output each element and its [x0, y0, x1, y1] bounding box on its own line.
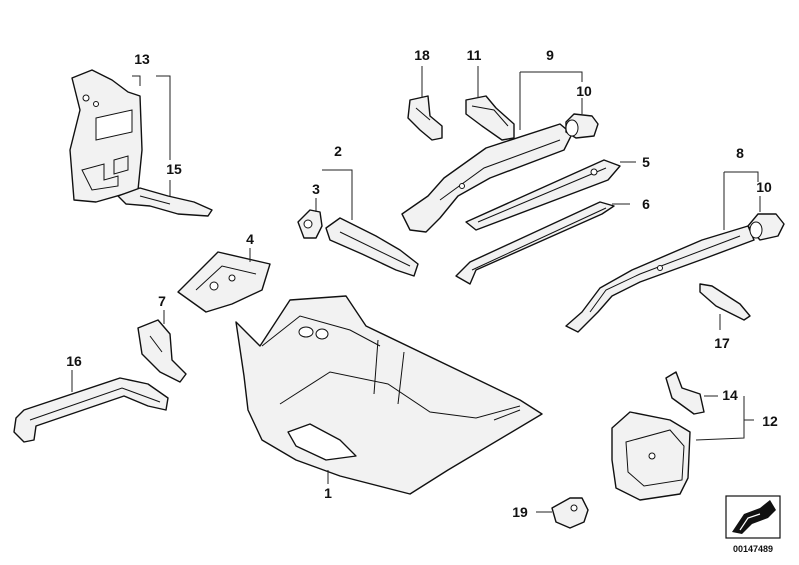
part-5-crossmember	[465, 159, 621, 231]
part-13-panel	[69, 69, 143, 203]
callout-10-lower: 10	[756, 179, 772, 195]
callout-16: 16	[66, 353, 82, 369]
part-16-rail	[13, 377, 169, 443]
part-8-rail	[565, 225, 755, 333]
callout-12: 12	[762, 413, 778, 429]
callout-7: 7	[158, 293, 166, 309]
callout-6: 6	[642, 196, 650, 212]
part-2-strut	[325, 217, 419, 277]
part-18-small-bracket	[407, 95, 443, 141]
callout-1: 1	[324, 485, 332, 501]
callout-17: 17	[714, 335, 730, 351]
callout-15: 15	[166, 161, 182, 177]
callout-4: 4	[246, 231, 254, 247]
part-7-bracket	[137, 319, 187, 383]
callout-9: 9	[546, 47, 554, 63]
callout-14: 14	[722, 387, 738, 403]
part-17-bracket	[699, 283, 751, 321]
reference-box: 00147489	[725, 495, 781, 554]
part-12-panel	[611, 411, 691, 501]
callout-5: 5	[642, 154, 650, 170]
callout-8: 8	[736, 145, 744, 161]
callout-11: 11	[467, 47, 482, 63]
part-11-support	[465, 95, 515, 141]
part-9-rail	[401, 123, 573, 233]
part-1-floor-pan	[235, 295, 543, 495]
arrow-indicator-icon	[732, 500, 776, 534]
callout-13: 13	[134, 51, 150, 67]
part-10-end-cap-lower	[747, 213, 785, 241]
part-15-bracket	[117, 187, 213, 217]
part-4-plate	[177, 251, 271, 313]
callout-18: 18	[414, 47, 430, 63]
part-19-mount	[551, 497, 589, 529]
callout-3: 3	[312, 181, 320, 197]
part-3-clip	[297, 209, 323, 239]
part-10-end-cap-upper	[565, 113, 599, 139]
callout-labels: 13 15 18 11 9 10 5 6 2 3 8 10 17 4 7 16 …	[66, 47, 778, 520]
reference-number: 00147489	[733, 544, 773, 554]
part-14-bracket	[665, 371, 705, 415]
part-6-crossmember	[455, 201, 615, 285]
callout-19: 19	[512, 504, 528, 520]
callout-2: 2	[334, 143, 342, 159]
callout-10-upper: 10	[576, 83, 592, 99]
leader-lines	[71, 66, 761, 513]
